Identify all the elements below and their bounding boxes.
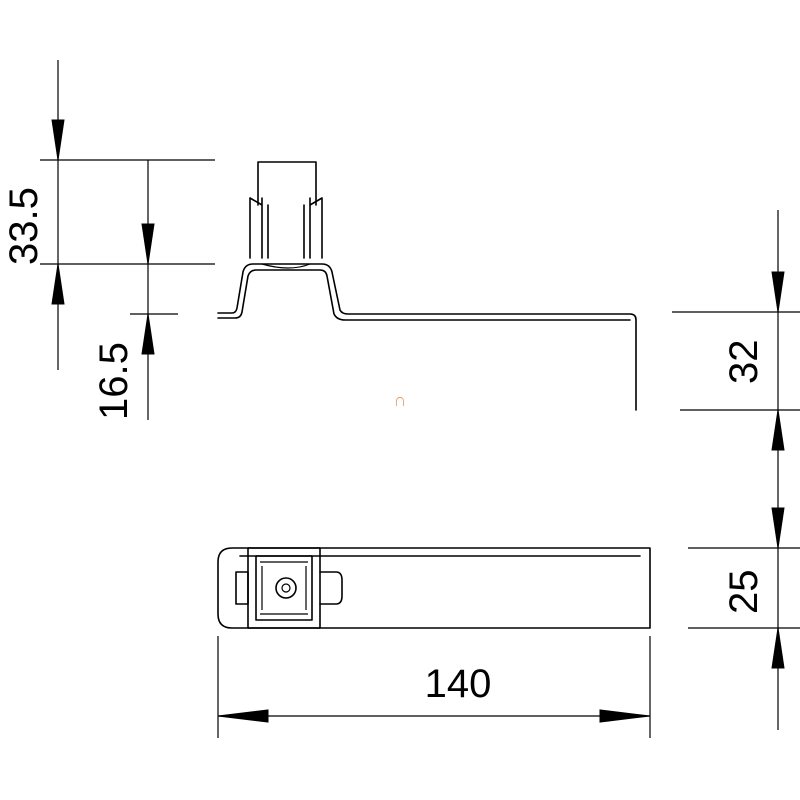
dimension-height-lower: 16.5	[92, 160, 178, 420]
dim-label-33-5: 33.5	[2, 187, 46, 265]
arrowhead-right	[599, 709, 651, 723]
dim-label-140: 140	[425, 662, 492, 706]
arrowhead-up-right	[771, 409, 785, 451]
dim-label-32: 32	[722, 340, 766, 385]
dim-label-16-5: 16.5	[92, 342, 136, 420]
arrowhead-down-inner	[141, 223, 155, 265]
clip-frame	[247, 547, 321, 629]
saddle-inner	[217, 269, 631, 321]
saddle-outline	[217, 263, 637, 411]
clip-hatch	[260, 561, 308, 615]
center-mark: ∩	[394, 390, 407, 410]
arrowhead-down-strap	[771, 507, 785, 549]
arrowhead-up-inner	[141, 313, 155, 355]
dimension-length: 140	[217, 636, 651, 738]
dim-label-25: 25	[722, 570, 766, 615]
arrowhead-left	[217, 709, 269, 723]
dimension-width-top-view: 25	[688, 507, 800, 730]
screw-head	[275, 577, 297, 599]
arrowhead-down-right	[771, 271, 785, 313]
clip-tabs	[235, 571, 343, 605]
clip-top-outline	[257, 161, 317, 206]
screw-center	[281, 583, 291, 593]
clip-side-wings	[249, 197, 323, 259]
arrowhead-up-strap	[771, 627, 785, 669]
top-view	[217, 547, 651, 629]
side-view	[217, 161, 637, 411]
clip-inner-frame	[255, 555, 313, 621]
strap-outline	[217, 547, 651, 629]
dimension-height-right: 32	[672, 210, 800, 548]
arrowhead-down	[51, 119, 65, 161]
saddle-detail	[261, 263, 311, 269]
arrowhead-up	[51, 263, 65, 305]
dimension-height-upper: 33.5	[2, 60, 215, 370]
